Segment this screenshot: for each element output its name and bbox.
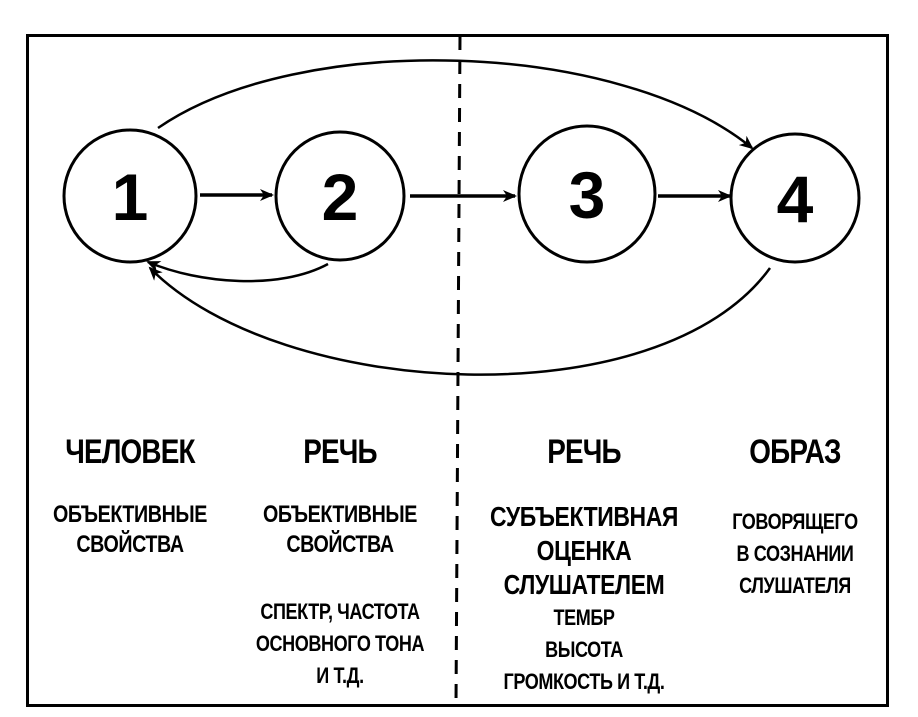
diagram-frame bbox=[26, 34, 889, 707]
column-3-line-1: СУБЪЕКТИВНАЯ bbox=[490, 501, 678, 532]
column-2: РЕЧЬ ОБЪЕКТИВНЫЕ СВОЙСТВА СПЕКТР, ЧАСТОТ… bbox=[248, 432, 432, 692]
column-3-extra-1: ТЕМБР bbox=[553, 605, 615, 630]
column-4-line-1: ГОВОРЯЩЕГО bbox=[732, 509, 858, 534]
edge-2-to-1 bbox=[146, 260, 329, 283]
node-1-label: 1 bbox=[112, 160, 149, 234]
column-3: РЕЧЬ СУБЪЕКТИВНАЯ ОЦЕНКА СЛУШАТЕЛЕМ ТЕМБ… bbox=[487, 432, 681, 698]
column-3-extra-3: ГРОМКОСТЬ И Т.Д. bbox=[503, 669, 665, 694]
column-2-extra-2: ОСНОВНОГО ТОНА bbox=[255, 631, 425, 656]
column-3-line-2: ОЦЕНКА bbox=[536, 535, 632, 566]
column-1-heading: ЧЕЛОВЕК bbox=[65, 433, 195, 471]
column-1-line-2: СВОЙСТВА bbox=[76, 531, 184, 558]
node-4-label: 4 bbox=[777, 162, 814, 236]
edge-4-to-1 bbox=[148, 266, 772, 376]
edge-1-to-4 bbox=[157, 59, 754, 150]
node-2: 2 bbox=[274, 130, 406, 262]
column-4: ОБРАЗ ГОВОРЯЩЕГО В СОЗНАНИИ СЛУШАТЕЛЯ bbox=[717, 432, 873, 602]
column-1: ЧЕЛОВЕК ОБЪЕКТИВНЫЕ СВОЙСТВА bbox=[40, 432, 220, 560]
column-2-line-1: ОБЪЕКТИВНЫЕ bbox=[263, 501, 417, 528]
column-3-extra-2: ВЫСОТА bbox=[545, 637, 623, 662]
column-2-heading: РЕЧЬ bbox=[303, 433, 377, 471]
column-3-line-3: СЛУШАТЕЛЕМ bbox=[503, 569, 665, 600]
column-3-heading: РЕЧЬ bbox=[547, 433, 621, 471]
column-4-line-2: В СОЗНАНИИ bbox=[736, 541, 854, 566]
node-3: 3 bbox=[517, 124, 657, 264]
node-3-label: 3 bbox=[569, 158, 606, 232]
divider-dashed-line bbox=[454, 35, 462, 705]
column-2-line-2: СВОЙСТВА bbox=[286, 531, 394, 558]
column-2-extra-1: СПЕКТР, ЧАСТОТА bbox=[260, 599, 420, 624]
column-2-extra-3: И Т.Д. bbox=[316, 663, 364, 688]
column-4-line-3: СЛУШАТЕЛЯ bbox=[739, 573, 851, 598]
node-1: 1 bbox=[62, 128, 198, 264]
node-2-label: 2 bbox=[322, 160, 359, 234]
column-4-heading: ОБРАЗ bbox=[749, 433, 841, 471]
column-1-line-1: ОБЪЕКТИВНЫЕ bbox=[53, 501, 207, 528]
node-4: 4 bbox=[729, 132, 861, 264]
